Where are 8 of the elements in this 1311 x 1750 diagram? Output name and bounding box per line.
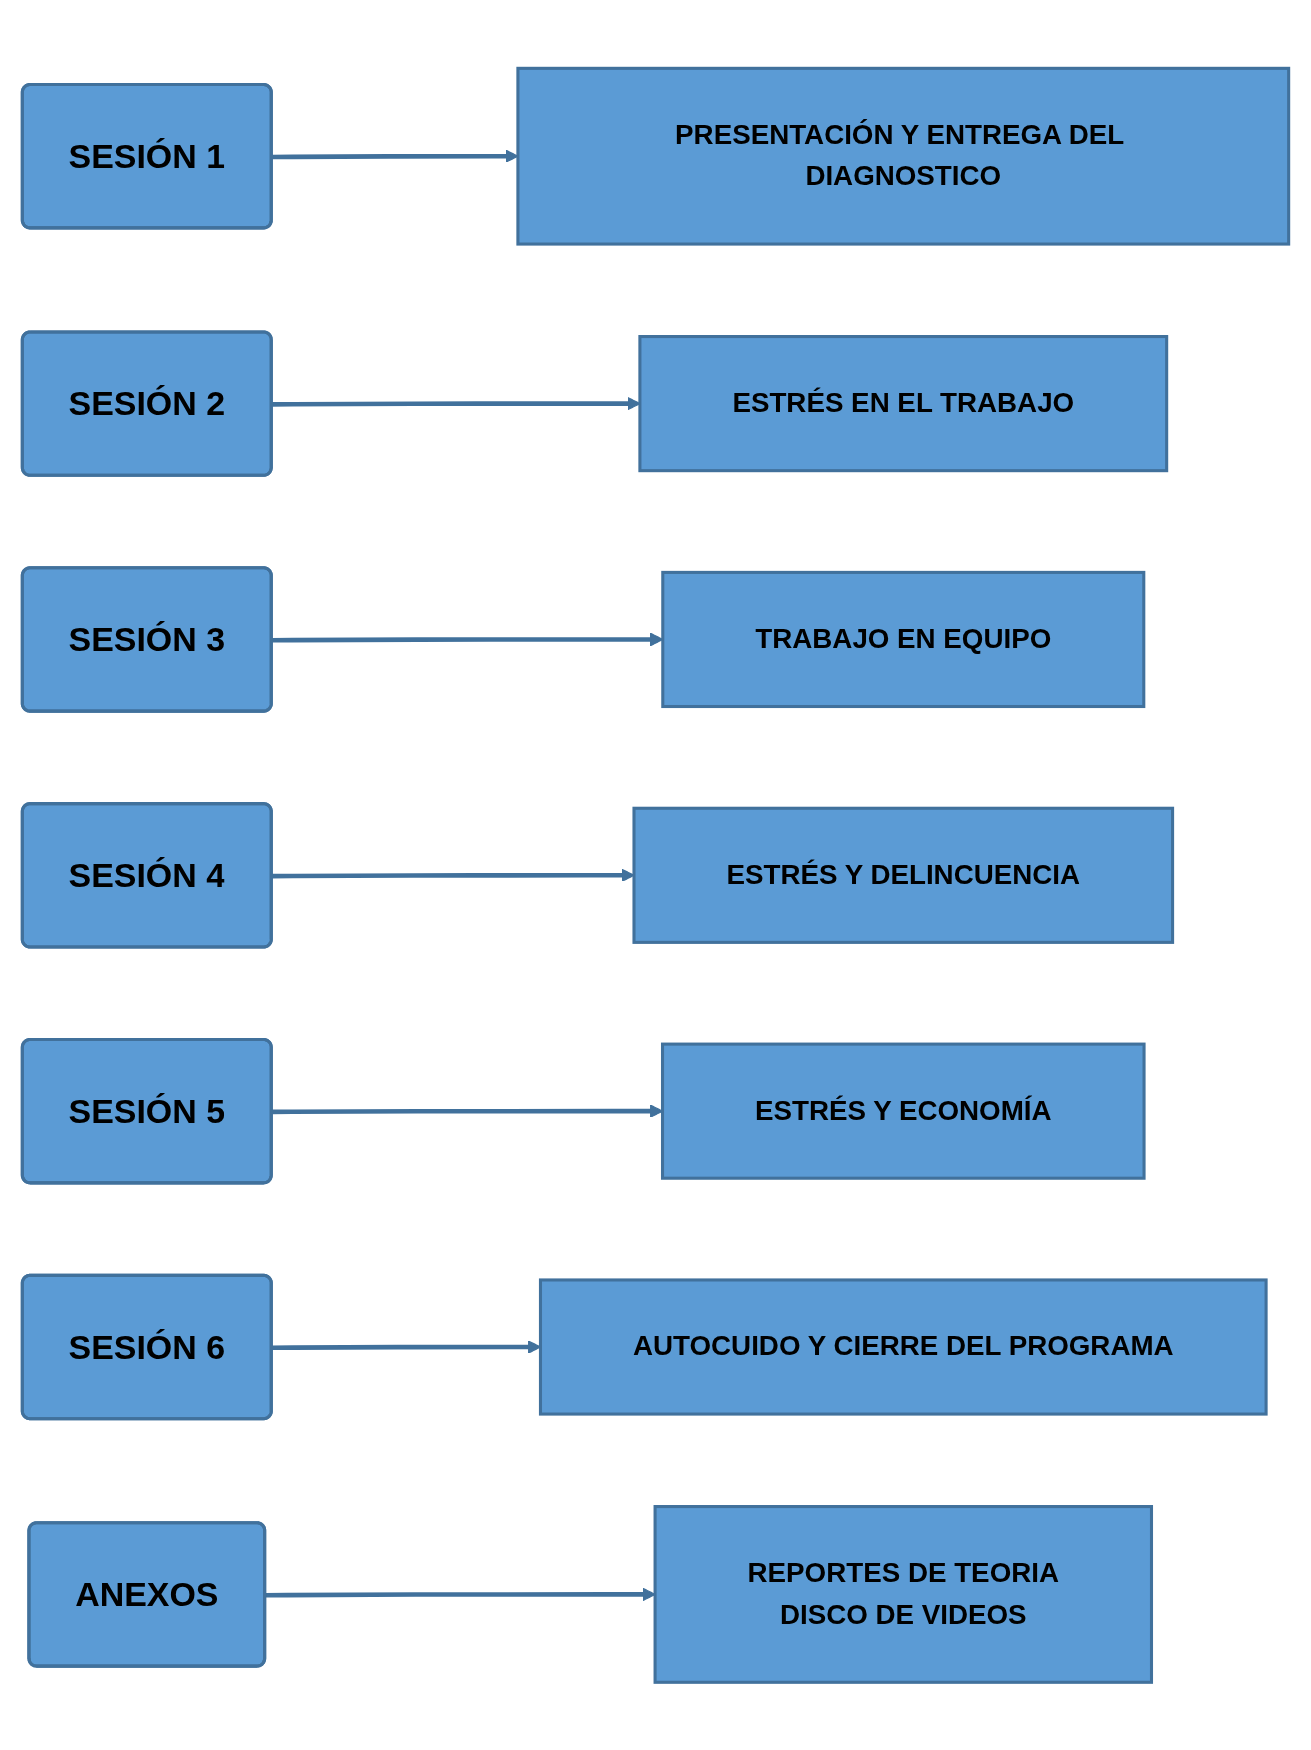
node-box — [638, 334, 1169, 472]
node-box — [632, 806, 1175, 944]
node-box — [661, 1042, 1146, 1180]
node-box — [538, 1278, 1268, 1416]
node-box — [653, 1504, 1154, 1684]
node-box — [516, 66, 1291, 246]
flowchart-drawing: SESIÓN 1 PRESENTACIÓN Y ENTREGA DEL DIAGNOSTICO SESIÓN 2 ESTRÉS EN EL TRABAJO SESIÓN 3 TRABAJO EN EQUIPO SESIÓN 4 ESTRÉS Y DELINCUENCIA SESIÓN 5 ESTRÉS Y ECONOMÍA SESIÓN 6 AUTOCUIDO Y CIERRE DEL PROGRAMA ANEXOS REPORTES DE TEORIA DISCO DE VIDEOS — [10, 55, 1301, 1695]
node-box — [661, 570, 1146, 708]
